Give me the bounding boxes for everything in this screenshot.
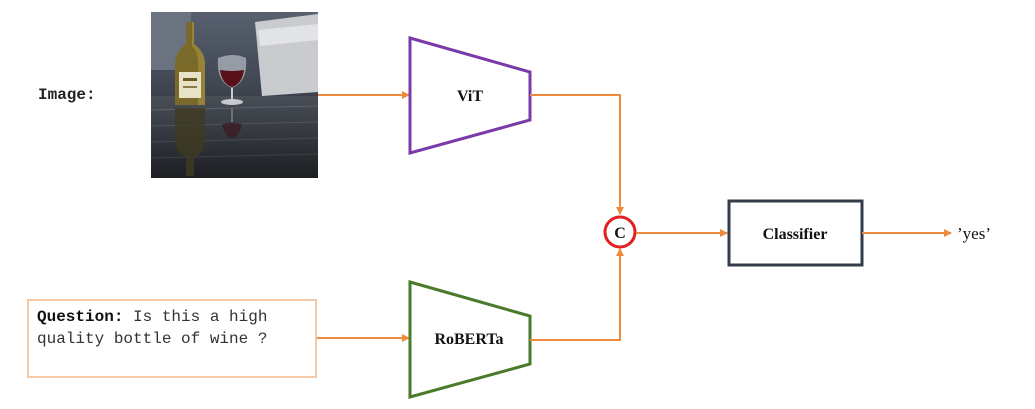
vit-label: ViT [457,88,483,105]
vit-encoder: ViT [408,36,532,155]
question-box: Question: Is this a high quality bottle … [27,299,317,378]
arrow-roberta-to-concat [530,248,624,341]
question-text: Is this a high quality bottle of wine ? [37,308,268,348]
classifier-box: Classifier [727,199,864,267]
image-label: Image: [38,86,96,104]
arrow-vit-to-concat [530,94,624,215]
concat-node: C [603,215,637,249]
question-label: Question: [37,308,124,326]
roberta-encoder: RoBERTa [408,280,532,399]
output-answer: ’yes’ [957,224,991,243]
classifier-label: Classifier [763,226,828,243]
roberta-label: RoBERTa [434,331,503,348]
wine-photo [150,12,319,178]
concat-symbol: C [614,225,626,242]
